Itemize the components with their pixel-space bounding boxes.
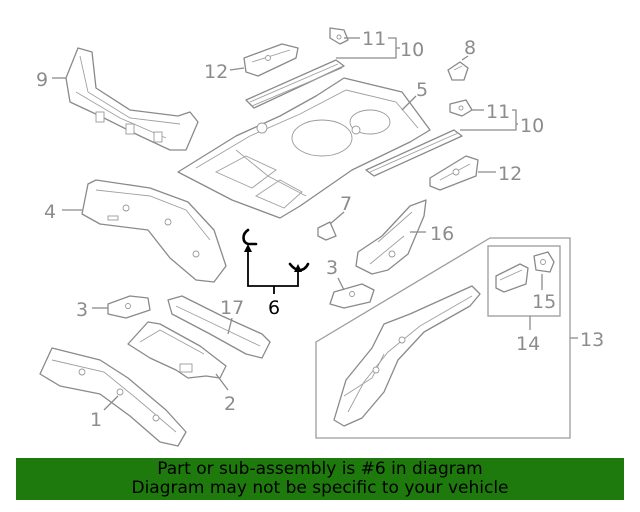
callout-4: 4: [44, 201, 56, 223]
part-15-clip[interactable]: [533, 251, 555, 273]
part-6-clips-highlighted[interactable]: [242, 228, 310, 272]
callout-8: 8: [464, 37, 476, 59]
callout-16: 16: [430, 223, 454, 245]
callout-3-right: 3: [326, 257, 338, 279]
part-12-right-brace[interactable]: [429, 155, 479, 191]
part-14-subassembly-box[interactable]: [487, 245, 561, 317]
callout-13: 13: [580, 329, 604, 351]
callout-11-upper: 11: [362, 28, 386, 50]
callout-12-right: 12: [498, 163, 522, 185]
info-banner: Part or sub-assembly is #6 in diagram Di…: [16, 458, 624, 500]
part-7-bracket[interactable]: [317, 221, 337, 241]
callout-9: 9: [36, 69, 48, 91]
part-10-upper-rail[interactable]: [245, 59, 345, 109]
callout-3-left: 3: [76, 299, 88, 321]
part-1-side-member[interactable]: [39, 347, 187, 447]
part-3-right-bracket[interactable]: [329, 283, 375, 309]
leader-lines: [52, 37, 578, 411]
callout-10-upper: 10: [400, 39, 424, 61]
banner-line-2: Diagram may not be specific to your vehi…: [131, 478, 509, 498]
part-11-right-clip[interactable]: [449, 99, 473, 117]
part-2-crossmember[interactable]: [127, 321, 227, 379]
callout-14: 14: [516, 333, 540, 355]
callout-5: 5: [416, 79, 428, 101]
part-17-crossmember[interactable]: [167, 295, 271, 359]
callout-7: 7: [340, 193, 352, 215]
part-9-rear-crossmember[interactable]: [65, 47, 199, 151]
part-10-right-rail[interactable]: [365, 129, 463, 177]
callout-12-upper: 12: [204, 61, 228, 83]
banner-line-1: Part or sub-assembly is #6 in diagram: [157, 459, 483, 479]
part-11-upper-clip[interactable]: [329, 27, 349, 45]
callout-15: 15: [532, 291, 556, 313]
part-12-upper-left-brace[interactable]: [243, 43, 299, 77]
part-4-side-member[interactable]: [81, 179, 227, 283]
callout-10-right: 10: [520, 115, 544, 137]
callout-1: 1: [90, 409, 102, 431]
part-16-reinforcement[interactable]: [355, 199, 427, 275]
callout-6: 6: [268, 297, 280, 319]
part-8-bracket[interactable]: [447, 61, 469, 81]
callout-17: 17: [220, 297, 244, 319]
callout-2: 2: [224, 393, 236, 415]
part-6-leader: [244, 244, 302, 294]
part-3-left-bracket[interactable]: [107, 295, 151, 319]
callout-11-right: 11: [486, 101, 510, 123]
part-5-floor-pan[interactable]: [177, 77, 431, 219]
